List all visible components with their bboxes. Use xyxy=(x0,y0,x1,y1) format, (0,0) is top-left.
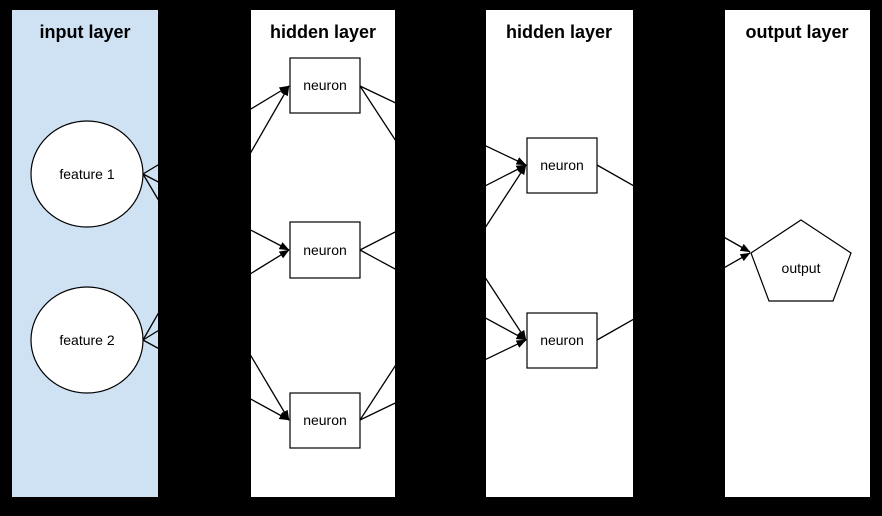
input-layer-panel-background xyxy=(12,10,158,497)
edge-arrow xyxy=(142,85,290,175)
hidden1-neuron-2-label: neuron xyxy=(303,242,347,258)
hidden-layer-2-title: hidden layer xyxy=(506,22,612,42)
hidden1-neuron-2-box xyxy=(289,221,361,279)
hidden1-neuron-1-label: neuron xyxy=(303,77,347,93)
hidden1-neuron-2-node: neuron xyxy=(289,221,361,279)
hidden-layer-2-panel-background xyxy=(486,10,633,497)
hidden2-neuron-1-label: neuron xyxy=(540,157,584,173)
connection-arrows xyxy=(142,85,751,421)
hidden1-neuron-3-node: neuron xyxy=(289,392,361,449)
hidden1-neuron-3-box xyxy=(289,392,361,449)
feature-1-circle xyxy=(30,120,144,228)
hidden1-neuron-3-label: neuron xyxy=(303,412,347,428)
edge-arrow xyxy=(359,164,527,251)
edge-arrow xyxy=(142,85,290,341)
hidden-layer-2-panel: hidden layer xyxy=(486,10,633,497)
feature-1-label: feature 1 xyxy=(59,166,114,182)
hidden1-neuron-1-box xyxy=(289,57,361,114)
input-layer-title: input layer xyxy=(39,22,130,42)
hidden-layer-1-nodes: neuron neuron neuron xyxy=(289,57,361,449)
edge-arrow xyxy=(142,173,290,421)
edge-arrow xyxy=(359,85,527,341)
output-node: output xyxy=(750,219,852,302)
feature-2-label: feature 2 xyxy=(59,332,114,348)
hidden2-neuron-2-node: neuron xyxy=(526,312,598,369)
edge-arrow xyxy=(359,164,527,421)
hidden-layer-2-nodes: neuron neuron xyxy=(526,137,598,369)
hidden1-neuron-1-node: neuron xyxy=(289,57,361,114)
input-layer-nodes: feature 1 feature 2 xyxy=(30,120,144,394)
input-layer-panel: input layer xyxy=(12,10,158,497)
hidden2-neuron-1-node: neuron xyxy=(526,137,598,194)
hidden2-neuron-2-label: neuron xyxy=(540,332,584,348)
hidden2-neuron-2-box xyxy=(526,312,598,369)
edge-arrow xyxy=(142,339,290,421)
output-label: output xyxy=(782,260,821,276)
feature-1-node: feature 1 xyxy=(30,120,144,228)
feature-2-node: feature 2 xyxy=(30,286,144,394)
feature-2-circle xyxy=(30,286,144,394)
hidden-layer-1-title: hidden layer xyxy=(270,22,376,42)
edge-arrow xyxy=(359,85,527,166)
edge-arrow xyxy=(596,164,751,253)
output-pentagon xyxy=(750,219,852,302)
edge-arrow xyxy=(596,252,751,341)
hidden2-neuron-1-box xyxy=(526,137,598,194)
output-layer-nodes: output xyxy=(750,219,852,302)
edge-arrow xyxy=(359,249,527,341)
edge-arrow xyxy=(142,249,290,341)
output-layer-title: output layer xyxy=(745,22,848,42)
edge-arrow xyxy=(359,339,527,421)
